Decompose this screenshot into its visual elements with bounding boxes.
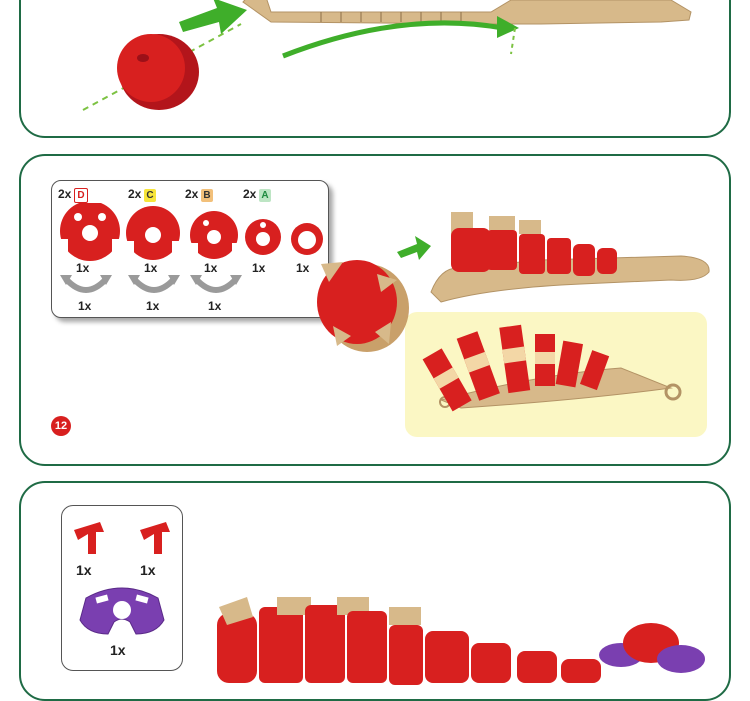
- parts-list-box-bottom: 1x 1x 1x: [61, 505, 183, 671]
- purple-part-count: 1x: [110, 642, 126, 658]
- insert-arrow-step12: [397, 236, 431, 260]
- red-disc-part-3: [188, 211, 242, 263]
- red-part-count-3: 1x: [204, 261, 218, 275]
- grey-part-count-3: 1x: [208, 299, 222, 313]
- step-number-badge: 12: [51, 416, 71, 436]
- red-part-count-1: 1x: [76, 261, 90, 275]
- red-ring-part-4: [245, 219, 281, 255]
- red-part-count-4: 1x: [252, 261, 266, 275]
- purple-base-part: [79, 587, 165, 635]
- red-t-part-count-1: 1x: [76, 562, 92, 578]
- red-connector-part: [117, 34, 199, 110]
- red-disc-part-2: [124, 206, 182, 263]
- bottom-parts-illustration: [74, 522, 170, 635]
- tail-end-parts: [599, 623, 705, 673]
- red-round-connector: [317, 260, 409, 352]
- curve-arrow: [282, 20, 504, 59]
- insert-arrow: [179, 0, 247, 34]
- red-t-part-count-2: 1x: [140, 562, 156, 578]
- bottom-step-illustration: [217, 597, 705, 685]
- red-part-count-5: 1x: [296, 261, 310, 275]
- red-part-count-2: 1x: [144, 261, 158, 275]
- assembly-step-panel-bottom: 1x 1x 1x: [19, 481, 731, 701]
- grey-part-count-1: 1x: [78, 299, 92, 313]
- grey-arc-part-1: [63, 276, 109, 293]
- red-disc-part-1: [58, 203, 122, 263]
- top-step-illustration: [82, 0, 692, 111]
- body-red-segments: [451, 212, 617, 276]
- red-ring-part-5: [291, 223, 323, 255]
- assembly-step-panel-top: [19, 0, 731, 138]
- red-parts-row: [58, 203, 323, 263]
- detail-spine-segments: [422, 324, 682, 412]
- spine-red-segments: [217, 597, 601, 685]
- grey-arc-part-2: [131, 276, 177, 293]
- red-t-part-1: [74, 522, 104, 554]
- grey-parts-row: [60, 275, 242, 293]
- grey-arc-part-3: [193, 276, 239, 293]
- cardboard-body: [242, 0, 692, 25]
- red-t-part-2: [140, 522, 170, 554]
- grey-part-count-2: 1x: [146, 299, 160, 313]
- step-12-illustration: [317, 212, 710, 412]
